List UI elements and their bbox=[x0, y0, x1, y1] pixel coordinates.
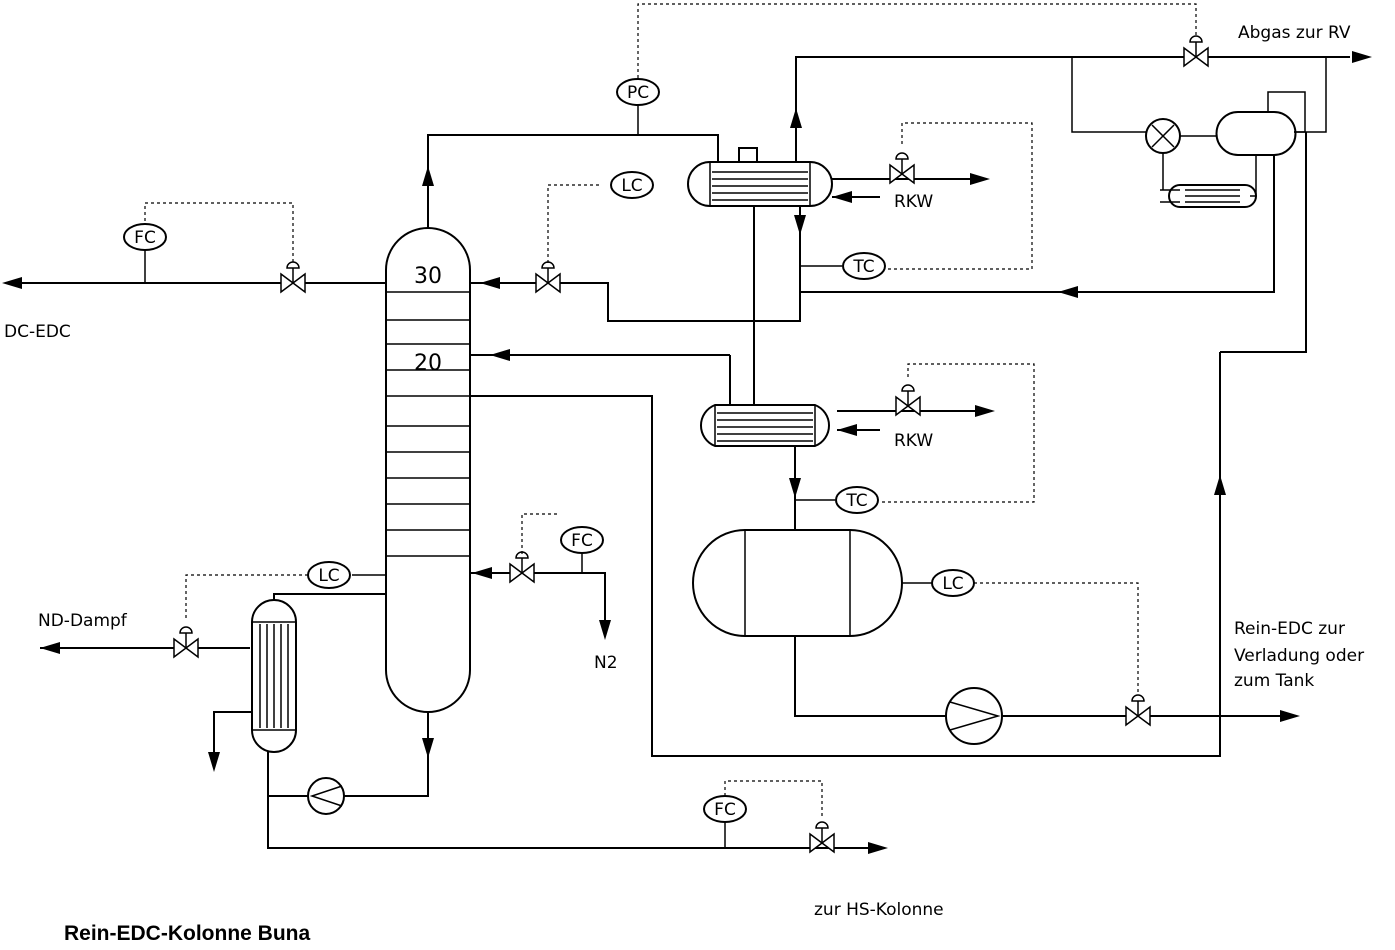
condenser-cooling-water bbox=[832, 122, 1033, 270]
svg-text:PC: PC bbox=[627, 83, 649, 103]
tray-20-label: 20 bbox=[414, 351, 442, 376]
distillation-column: 30 20 bbox=[385, 227, 471, 713]
svg-text:TC: TC bbox=[845, 491, 867, 511]
steam-label: ND-Dampf bbox=[38, 611, 128, 631]
vent-condenser-unit bbox=[800, 57, 1327, 298]
column-product-line bbox=[470, 132, 1307, 757]
tc-condenser-controller: TC bbox=[842, 252, 886, 280]
rkw-label-2: RKW bbox=[894, 431, 933, 451]
offgas-label: Abgas zur RV bbox=[1238, 23, 1351, 43]
svg-text:TC: TC bbox=[852, 257, 874, 277]
svg-text:FC: FC bbox=[714, 800, 736, 820]
lc-column-controller: LC bbox=[185, 561, 386, 620]
product-label-3: zum Tank bbox=[1234, 671, 1314, 691]
feed-line bbox=[2, 202, 386, 293]
product-label-1: Rein-EDC zur bbox=[1234, 619, 1345, 639]
rkw-label-1: RKW bbox=[894, 192, 933, 212]
aftercooler-cooling-water bbox=[837, 363, 1035, 503]
product-label-2: Verladung oder bbox=[1234, 646, 1364, 666]
pc-controller: PC bbox=[616, 78, 660, 106]
drum-inlet bbox=[789, 446, 835, 530]
reflux-drum bbox=[692, 529, 932, 637]
aftercooler bbox=[699, 404, 831, 447]
feed-label: DC-EDC bbox=[4, 322, 71, 342]
tray-30-label: 30 bbox=[414, 264, 442, 289]
nitrogen-line bbox=[470, 513, 611, 640]
svg-text:LC: LC bbox=[942, 574, 963, 594]
bottoms-label: zur HS-Kolonne bbox=[814, 900, 944, 920]
svg-text:FC: FC bbox=[134, 228, 156, 248]
tc-aftercooler-controller: TC bbox=[835, 486, 879, 514]
product-pump bbox=[945, 687, 1003, 745]
lc-condenser-controller: LC bbox=[610, 171, 654, 199]
svg-text:LC: LC bbox=[621, 176, 642, 196]
steam-line bbox=[40, 626, 250, 658]
bottoms-line bbox=[267, 780, 888, 854]
reboiler bbox=[208, 593, 386, 772]
svg-text:FC: FC bbox=[571, 531, 593, 551]
side-draw-line bbox=[470, 206, 755, 405]
fc-feed-controller: FC bbox=[123, 223, 167, 251]
svg-text:LC: LC bbox=[318, 566, 339, 586]
diagram-title: Rein-EDC-Kolonne Buna bbox=[64, 922, 310, 945]
fc-bottoms-controller: FC bbox=[703, 795, 747, 823]
overhead-vapor-line bbox=[422, 3, 1197, 228]
product-line bbox=[794, 636, 1300, 745]
lc-drum-controller: LC bbox=[931, 569, 1139, 695]
condenser bbox=[687, 147, 833, 207]
condensate-line bbox=[470, 184, 842, 322]
n2-label: N2 bbox=[594, 653, 618, 673]
fc-n2-controller: FC bbox=[560, 526, 604, 554]
offgas-line bbox=[790, 35, 1372, 162]
